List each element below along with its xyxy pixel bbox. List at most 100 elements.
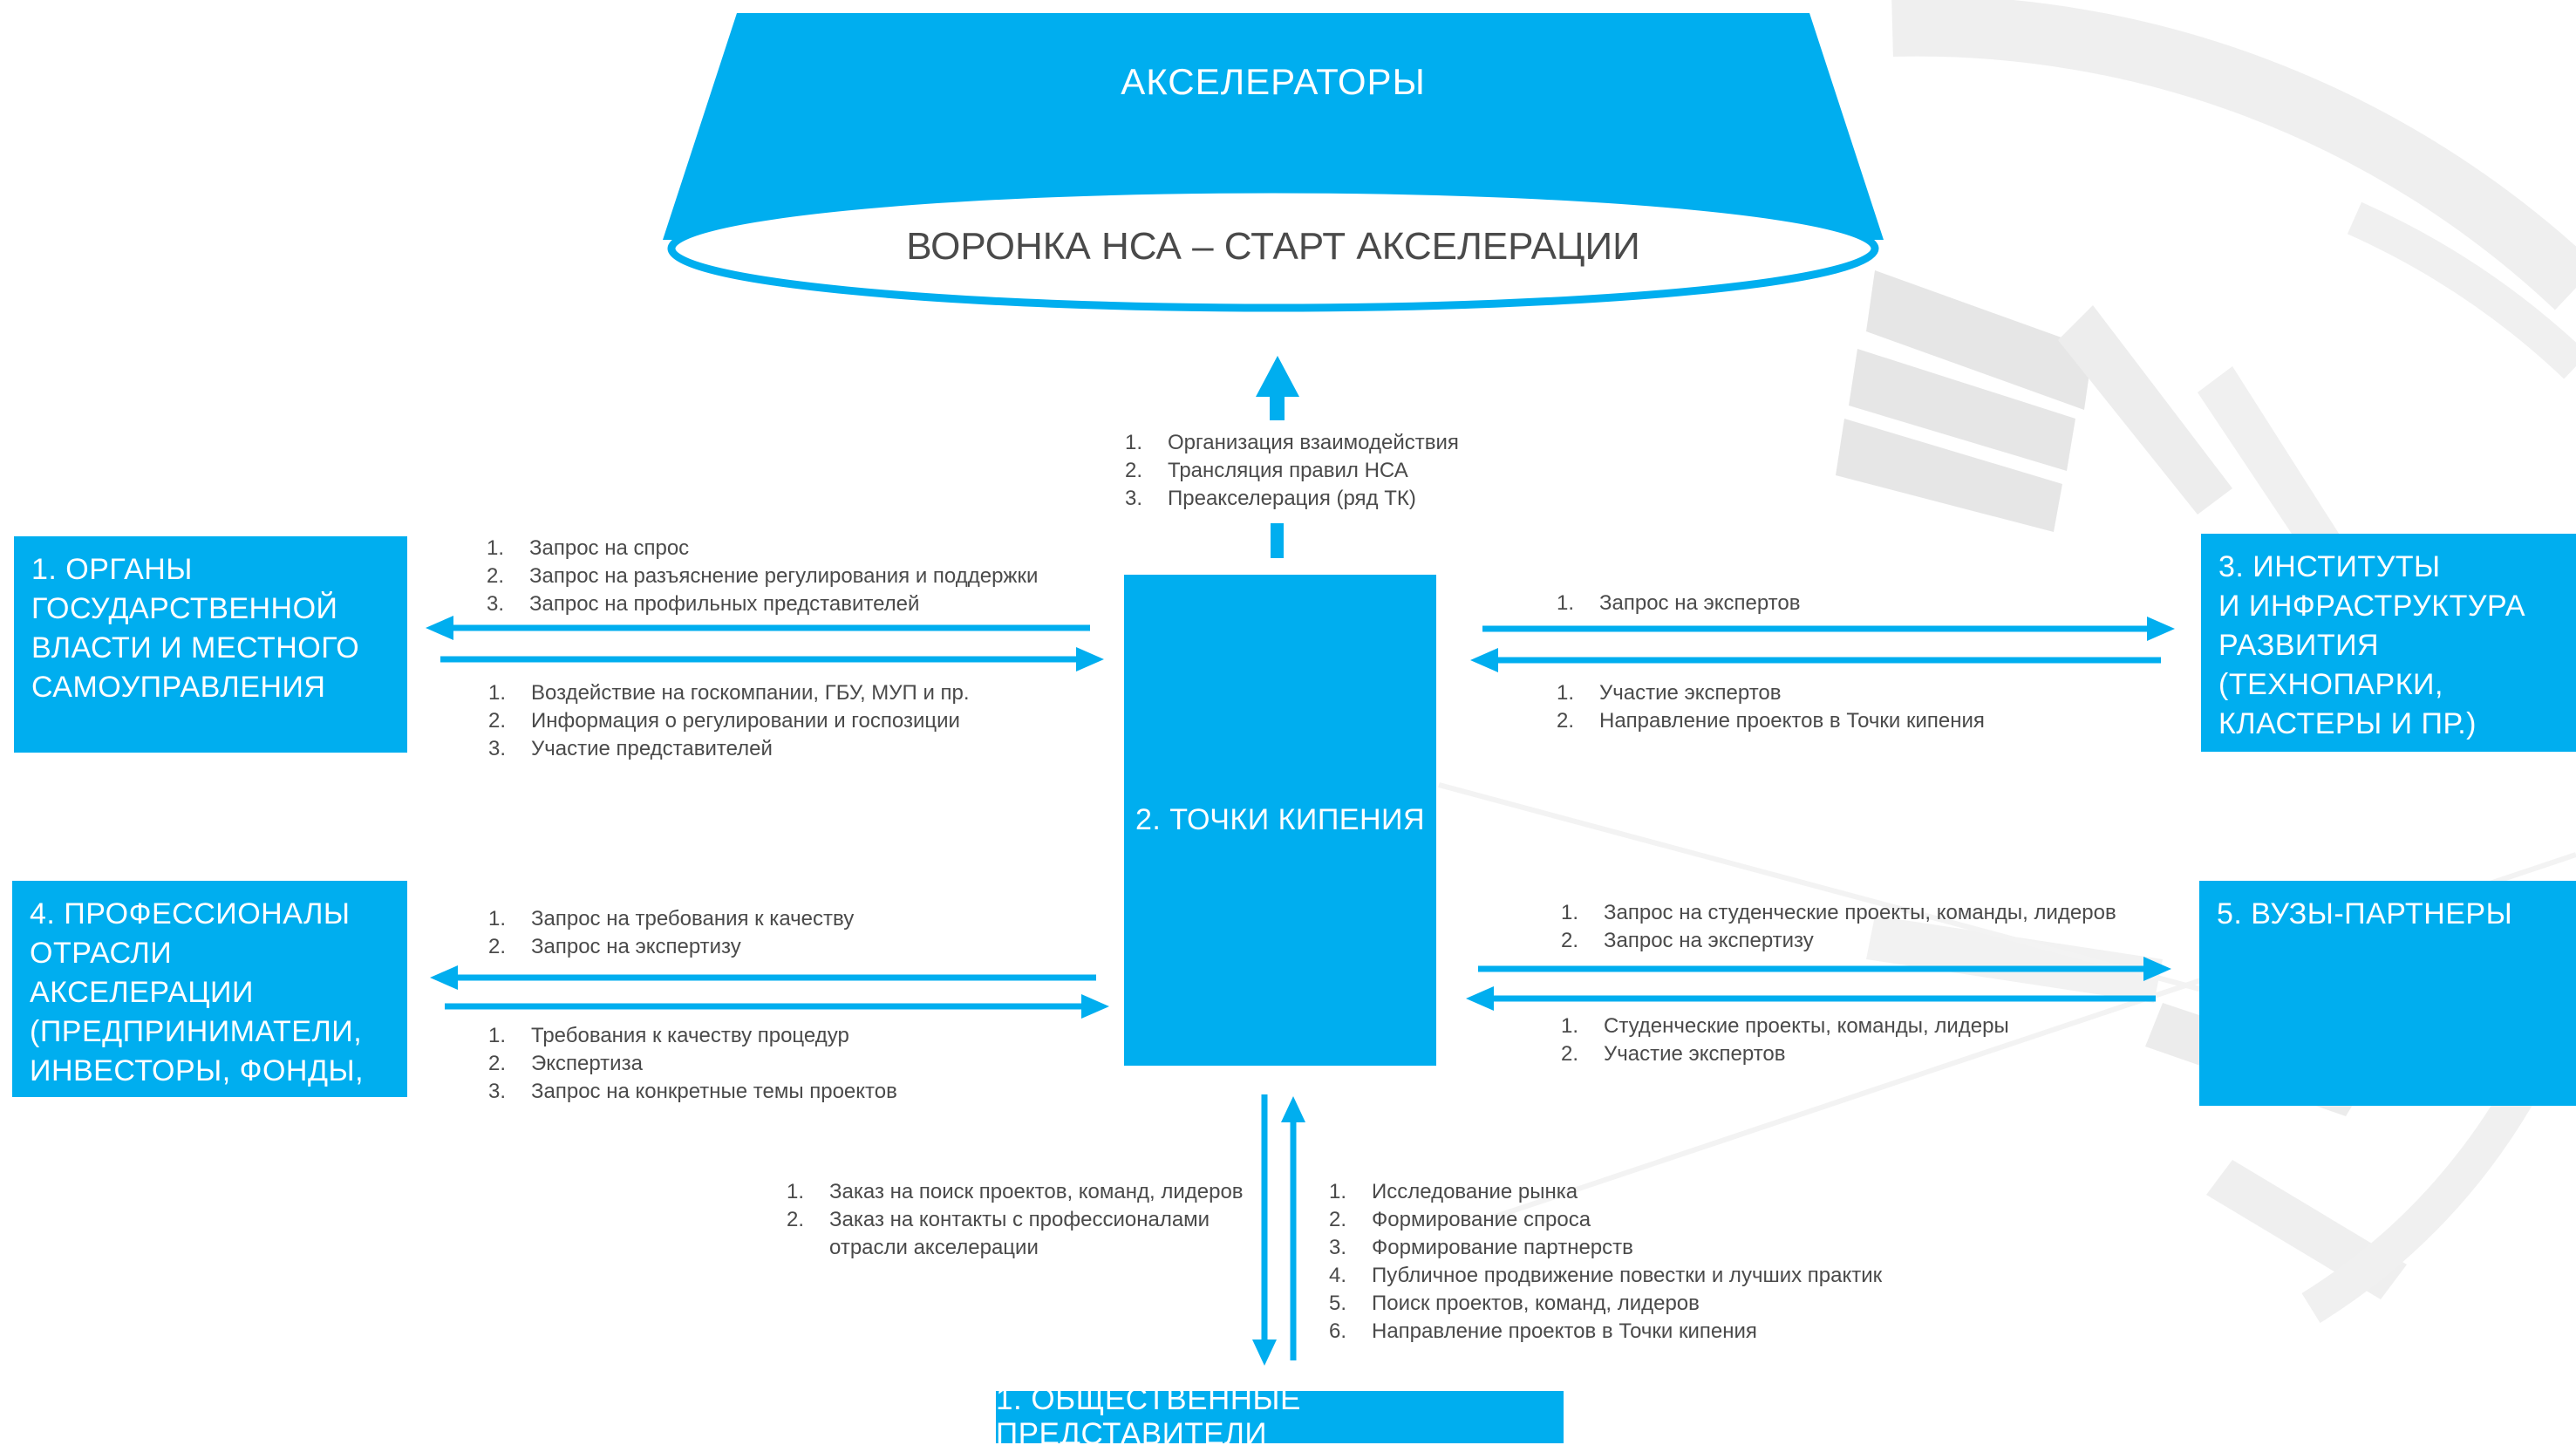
list-item: 1. Запрос на студенческие проекты, команд…: [1561, 899, 2116, 927]
list-text: Исследование рынка: [1372, 1180, 1578, 1203]
list-item: 1.Воздействие на госкомпании, ГБУ, МУП и…: [488, 679, 970, 707]
node-universities-label: 5. ВУЗЫ-ПАРТНЕРЫ: [2217, 897, 2513, 931]
list-item: 1. Запрос на требования к качеству: [488, 905, 854, 933]
node-center: 2. ТОЧКИ КИПЕНИЯ: [1124, 575, 1436, 1066]
list-item: 1. Участие экспертов: [1557, 679, 1985, 707]
list-item: 3.Преакселерация (ряд ТК): [1125, 485, 1459, 513]
list-number: 1.: [1561, 1014, 1579, 1038]
list-number: 2.: [1125, 459, 1143, 482]
list-item: 1. Запрос на экспертов: [1557, 590, 1800, 617]
list-number: 2.: [1557, 709, 1575, 733]
node-professionals-line: 4. ПРОФЕССИОНАЛЫ: [30, 897, 351, 931]
list-number: 2.: [1329, 1208, 1347, 1231]
node-institutes-line: (ТЕХНОПАРКИ,: [2218, 668, 2443, 701]
node-gov: 1. ОРГАНЫ ГОСУДАРСТВЕННОЙ ВЛАСТИ И МЕСТН…: [14, 536, 407, 753]
list-institutes-in: 1. Участие экспертов 2.Направление проект…: [1557, 679, 1985, 735]
list-item: 2.Запрос на экспертизу: [488, 933, 854, 961]
node-professionals-line: ОТРАСЛИ АКСЕЛЕРАЦИИ: [30, 937, 254, 1009]
list-number: 3.: [488, 737, 507, 760]
node-gov-line: САМОУПРАВЛЕНИЯ: [31, 671, 326, 704]
list-number: 1.: [488, 907, 507, 931]
list-item: 2. Информация о регулировании и госпозици…: [488, 707, 970, 735]
list-text: Воздействие на госкомпании, ГБУ, МУП и п…: [531, 681, 970, 705]
node-gov-line: ВЛАСТИ И МЕСТНОГО: [31, 631, 360, 665]
node-professionals: 4. ПРОФЕССИОНАЛЫ ОТРАСЛИ АКСЕЛЕРАЦИИ (ПР…: [12, 881, 407, 1127]
node-center-label: 2. ТОЧКИ КИПЕНИЯ: [1135, 803, 1425, 836]
list-text: Студенческие проекты, команды, лидеры: [1604, 1014, 2009, 1038]
list-item: 2.Заказ на контакты с профессионалами: [787, 1206, 1244, 1234]
list-text: Запрос на конкретные темы проектов: [531, 1080, 897, 1103]
list-item: 2.Запрос на разъяснение регулирования и …: [487, 562, 1038, 590]
node-professionals-line: (ПРЕДПРИНИМАТЕЛИ,: [30, 1015, 363, 1048]
list-item: 4. Публичное продвижение повестки и лучши…: [1329, 1262, 1882, 1290]
node-public-label: 1. ОБЩЕСТВЕННЫЕ ПРЕДСТАВИТЕЛИ: [996, 1382, 1301, 1451]
arrow-up-head: [1256, 356, 1299, 397]
list-universities-in: 1.Студенческие проекты, команды, лидеры …: [1561, 1012, 2009, 1068]
list-number: 2.: [488, 1052, 507, 1075]
list-text: Трансляция правил НСА: [1168, 459, 1408, 482]
list-item: 3. Формирование партнерств: [1329, 1234, 1882, 1262]
list-number: 4.: [1329, 1264, 1347, 1287]
list-number: 2.: [488, 709, 507, 733]
list-item: 1. Студенческие проекты, команды, лидеры: [1561, 1012, 2009, 1040]
list-item: отрасли акселерации: [787, 1234, 1244, 1262]
list-universities-out: 1. Запрос на студенческие проекты, команд…: [1561, 899, 2116, 955]
list-number: 1.: [488, 1024, 507, 1047]
list-number: 1.: [1329, 1180, 1347, 1203]
list-text: Направление проектов в Точки кипения: [1372, 1319, 1757, 1343]
node-gov-line: ГОСУДАРСТВЕННОЙ: [31, 592, 338, 625]
arrow-up-stub: [1271, 523, 1284, 558]
list-professionals-out: 1. Запрос на требования к качеству 2.Запр…: [488, 905, 854, 961]
list-text: Запрос на студенческие проекты, команды,…: [1604, 901, 2116, 924]
list-text: Запрос на требования к качеству: [531, 907, 855, 931]
list-text: Запрос на спрос: [529, 536, 690, 560]
list-number: 1.: [1557, 591, 1575, 615]
list-number: 2.: [1561, 1042, 1579, 1066]
list-item: 1.Запрос на спрос: [487, 535, 1038, 562]
node-institutes-line: И ИНФРАСТРУКТУРА: [2218, 590, 2526, 623]
list-item: 2. Формирование спроса: [1329, 1206, 1882, 1234]
list-text: Участие экспертов: [1599, 681, 1782, 705]
node-institutes: 3. ИНСТИТУТЫ И ИНФРАСТРУКТУРА РАЗВИТИЯ (…: [2201, 534, 2576, 752]
list-item: 2.Направление проектов в Точки кипения: [1557, 707, 1985, 735]
list-text: Информация о регулировании и госпозиции: [531, 709, 960, 733]
list-item: 2.Участие экспертов: [1561, 1040, 2009, 1068]
list-text: Публичное продвижение повестки и лучших …: [1372, 1264, 1883, 1287]
list-text: Поиск проектов, команд, лидеров: [1372, 1292, 1700, 1315]
list-number: 1.: [1557, 681, 1575, 705]
list-number: 1.: [1561, 901, 1579, 924]
list-public-in: 1. Исследование рынка 2. Формирование спро…: [1329, 1178, 1882, 1346]
list-number: 3.: [488, 1080, 507, 1103]
list-text: Требования к качеству процедур: [531, 1024, 849, 1047]
list-number: [787, 1234, 829, 1262]
list-text: Формирование партнерств: [1372, 1236, 1633, 1259]
funnel: АКСЕЛЕРАТОРЫ ВОРОНКА НСА – СТАРТ АКСЕЛЕР…: [663, 9, 1884, 323]
list-number: 2.: [1561, 929, 1579, 952]
list-item: 3.Запрос на профильных представителей: [487, 590, 1038, 618]
list-text: Запрос на профильных представителей: [529, 592, 920, 616]
list-text: Преакселерация (ряд ТК): [1168, 487, 1416, 510]
list-item: 5.Поиск проектов, команд, лидеров: [1329, 1290, 1882, 1318]
list-item: 3.Участие представителей: [488, 735, 970, 763]
list-item: 2. Запрос на экспертизу: [1561, 927, 2116, 955]
list-number: 1.: [1125, 431, 1143, 454]
list-number: 3.: [1329, 1236, 1347, 1259]
node-professionals-line: ИНВЕСТОРЫ, ФОНДЫ,: [30, 1054, 365, 1087]
node-institutes-line: РАЗВИТИЯ: [2218, 629, 2380, 662]
list-gov-in: 1.Воздействие на госкомпании, ГБУ, МУП и…: [488, 679, 970, 763]
node-universities: 5. ВУЗЫ-ПАРТНЕРЫ: [2199, 881, 2576, 1106]
funnel-title: АКСЕЛЕРАТОРЫ: [1121, 61, 1426, 102]
list-item: 2. Трансляция правил НСА: [1125, 457, 1459, 485]
list-number: 1.: [787, 1180, 805, 1203]
list-text: Запрос на экспертов: [1599, 591, 1801, 615]
list-gov-out: 1.Запрос на спрос 2.Запрос на разъяснени…: [487, 535, 1038, 618]
list-public-out: 1.Заказ на поиск проектов, команд, лидер…: [787, 1178, 1244, 1262]
funnel-subtitle: ВОРОНКА НСА – СТАРТ АКСЕЛЕРАЦИИ: [906, 225, 1640, 268]
list-institutes-out: 1. Запрос на экспертов: [1557, 590, 1800, 617]
list-text: Запрос на экспертизу: [1604, 929, 1814, 952]
list-item: 3. Запрос на конкретные темы проектов: [488, 1078, 897, 1106]
list-text: Экспертиза: [531, 1052, 643, 1075]
list-text: Формирование спроса: [1372, 1208, 1591, 1231]
